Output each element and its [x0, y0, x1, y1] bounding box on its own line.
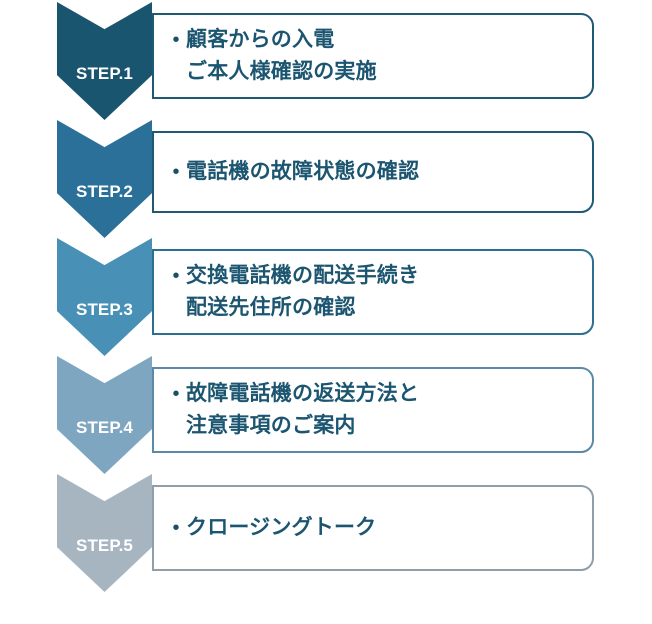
step-box-3-content: • 交換電話機の配送手続き 配送先住所の確認 [154, 260, 419, 324]
bullet-icon: • [172, 265, 180, 287]
bullet-icon: • [172, 517, 180, 539]
step-box-3-line-1: 交換電話機の配送手続き [186, 264, 420, 287]
step-box-2-line-1: 電話機の故障状態の確認 [186, 160, 420, 183]
chevron-step-1 [57, 2, 152, 120]
chevron-step-2 [57, 120, 152, 238]
step-box-3-line-2: 配送先住所の確認 [186, 296, 356, 319]
chevron-step-3 [57, 238, 152, 356]
step-box-5: • クロージングトーク [152, 485, 594, 571]
step-box-3-lines: 交換電話機の配送手続き 配送先住所の確認 [186, 260, 419, 324]
step-box-2-content: • 電話機の故障状態の確認 [154, 156, 419, 188]
step-box-5-content: • クロージングトーク [154, 512, 376, 544]
step-box-4-line-2: 注意事項のご案内 [186, 414, 356, 437]
bullet-icon: • [172, 29, 180, 51]
step-box-4-lines: 故障電話機の返送方法と 注意事項のご案内 [186, 378, 419, 442]
step-box-1-lines: 顧客からの入電 ご本人様確認の実施 [186, 24, 377, 88]
chevron-step-5 [57, 474, 152, 592]
step-box-2: • 電話機の故障状態の確認 [152, 131, 594, 213]
step-box-1: • 顧客からの入電 ご本人様確認の実施 [152, 13, 594, 99]
bullet-icon: • [172, 161, 180, 183]
step-box-1-line-1: 顧客からの入電 [186, 28, 335, 51]
chevron-step-4 [57, 356, 152, 474]
step-box-1-content: • 顧客からの入電 ご本人様確認の実施 [154, 24, 377, 88]
step-box-1-line-2: ご本人様確認の実施 [186, 60, 377, 83]
step-box-4-content: • 故障電話機の返送方法と 注意事項のご案内 [154, 378, 419, 442]
step-box-4: • 故障電話機の返送方法と 注意事項のご案内 [152, 367, 594, 453]
step-box-5-lines: クロージングトーク [186, 512, 376, 544]
step-box-4-line-1: 故障電話機の返送方法と [186, 382, 420, 405]
step-box-5-line-1: クロージングトーク [186, 516, 377, 539]
step-box-2-lines: 電話機の故障状態の確認 [186, 156, 419, 188]
step-box-3: • 交換電話機の配送手続き 配送先住所の確認 [152, 249, 594, 335]
bullet-icon: • [172, 383, 180, 405]
